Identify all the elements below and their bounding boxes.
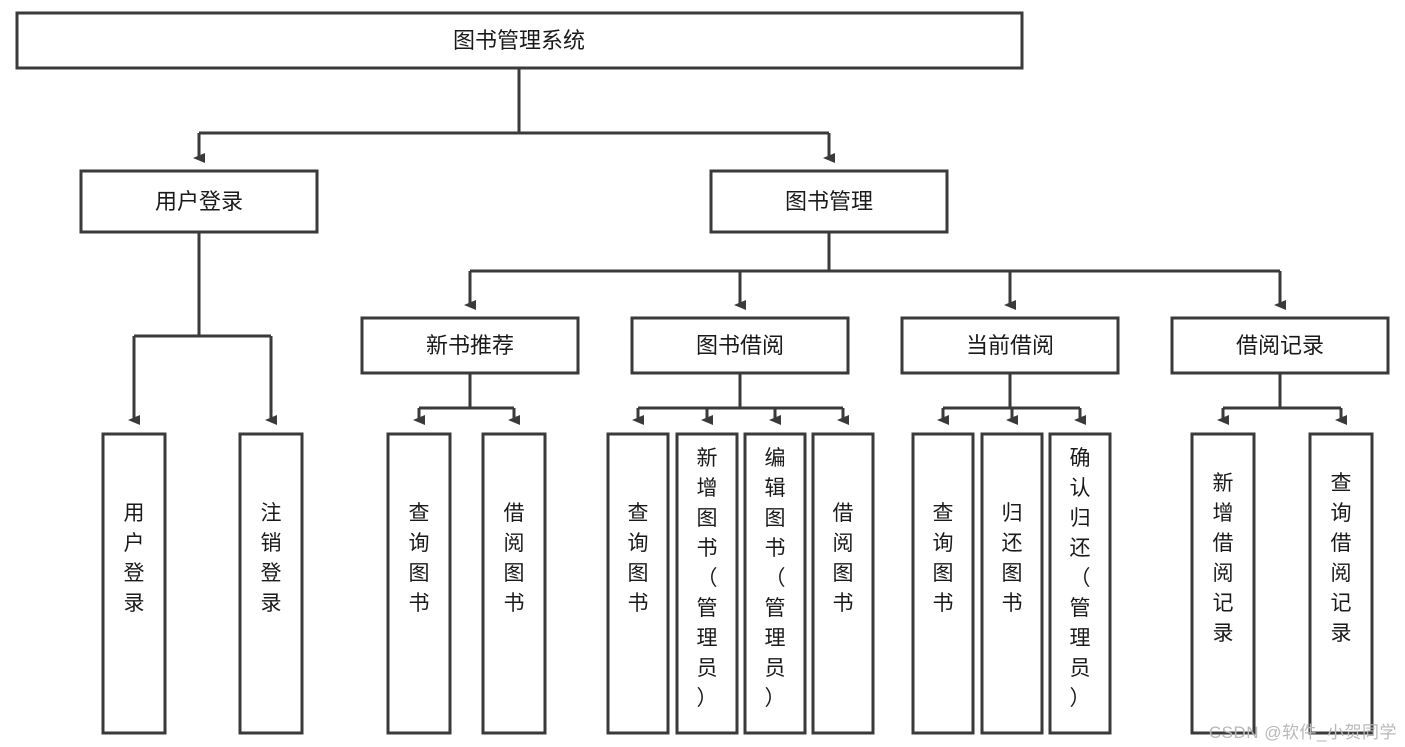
node-current-borrow-rect[interactable] xyxy=(900,316,1120,375)
node-leaf-return-book-label: 归还图书 xyxy=(1002,502,1023,615)
node-leaf-user-login-rect[interactable] xyxy=(101,432,167,735)
connector-group-root xyxy=(193,68,835,163)
node-new-book-recommend[interactable]: 新书推荐 xyxy=(360,316,580,375)
node-leaf-borrow-book-2-rect[interactable] xyxy=(811,432,875,735)
node-leaf-return-book[interactable]: 归还图书 xyxy=(980,432,1044,735)
node-leaf-borrow-book-1[interactable]: 借阅图书 xyxy=(481,432,547,735)
node-borrow-record-rect[interactable] xyxy=(1170,316,1390,375)
node-leaf-confirm-return[interactable]: 确认归还（管理员） xyxy=(1048,432,1112,735)
node-leaf-user-login-label: 用户登录 xyxy=(124,502,145,615)
node-borrow-record[interactable]: 借阅记录 xyxy=(1170,316,1390,375)
node-leaf-user-login[interactable]: 用户登录 xyxy=(101,432,167,735)
connector-group-book-borrow xyxy=(632,373,849,425)
node-leaf-borrow-book-1-label: 借阅图书 xyxy=(504,502,525,615)
node-leaf-add-record[interactable]: 新增借阅记录 xyxy=(1190,432,1256,735)
node-current-borrow-label: 当前借阅 xyxy=(966,333,1054,358)
node-leaf-query-book-1-rect[interactable] xyxy=(386,432,452,735)
node-leaf-query-book-3-label: 查询图书 xyxy=(933,502,954,615)
node-leaf-query-record-label: 查询借阅记录 xyxy=(1331,472,1352,645)
connector-group-new-book-recommend xyxy=(413,373,520,425)
node-leaf-user-logout-rect[interactable] xyxy=(238,432,304,735)
node-leaf-borrow-book-2-label: 借阅图书 xyxy=(833,502,854,615)
node-user-login-label: 用户登录 xyxy=(155,189,243,214)
node-user-login-rect[interactable] xyxy=(79,169,319,234)
node-leaf-borrow-book-1-rect[interactable] xyxy=(481,432,547,735)
node-leaf-edit-book-label: 编辑图书（管理员） xyxy=(765,447,786,710)
node-leaf-query-book-2-label: 查询图书 xyxy=(628,502,649,615)
node-user-login[interactable]: 用户登录 xyxy=(79,169,319,234)
node-book-management-rect[interactable] xyxy=(709,169,949,234)
node-leaf-query-book-2[interactable]: 查询图书 xyxy=(606,432,670,735)
node-leaf-add-record-label: 新增借阅记录 xyxy=(1213,472,1234,645)
node-book-borrow-label: 图书借阅 xyxy=(696,333,784,358)
node-book-borrow[interactable]: 图书借阅 xyxy=(630,316,850,375)
node-leaf-confirm-return-label: 确认归还（管理员） xyxy=(1070,447,1091,710)
node-book-management-label: 图书管理 xyxy=(785,189,873,214)
connector-group-user-login xyxy=(128,232,277,425)
node-root-label: 图书管理系统 xyxy=(453,28,585,53)
connector-group-borrow-record xyxy=(1217,373,1347,425)
node-current-borrow[interactable]: 当前借阅 xyxy=(900,316,1120,375)
node-leaf-query-book-1[interactable]: 查询图书 xyxy=(386,432,452,735)
node-leaf-return-book-rect[interactable] xyxy=(980,432,1044,735)
node-root-rect[interactable] xyxy=(15,11,1024,70)
node-borrow-record-label: 借阅记录 xyxy=(1236,333,1324,358)
node-leaf-query-book-2-rect[interactable] xyxy=(606,432,670,735)
node-new-book-recommend-rect[interactable] xyxy=(360,316,580,375)
node-leaf-query-book-3[interactable]: 查询图书 xyxy=(911,432,975,735)
connector-group-book-management xyxy=(464,232,1286,310)
node-leaf-query-record-rect[interactable] xyxy=(1308,432,1374,735)
node-leaf-add-book-label: 新增图书（管理员） xyxy=(697,447,718,710)
node-leaf-add-record-rect[interactable] xyxy=(1190,432,1256,735)
node-leaf-add-book-rect[interactable] xyxy=(675,432,739,735)
node-leaf-borrow-book-2[interactable]: 借阅图书 xyxy=(811,432,875,735)
csdn-watermark: CSDN @软件_小贺同学 xyxy=(1208,723,1397,742)
node-book-management[interactable]: 图书管理 xyxy=(709,169,949,234)
connector-group-current-borrow xyxy=(937,373,1086,425)
node-book-borrow-rect[interactable] xyxy=(630,316,850,375)
node-leaf-query-record[interactable]: 查询借阅记录 xyxy=(1308,432,1374,735)
node-leaf-confirm-return-rect[interactable] xyxy=(1048,432,1112,735)
node-leaf-edit-book[interactable]: 编辑图书（管理员） xyxy=(743,432,807,735)
node-leaf-edit-book-rect[interactable] xyxy=(743,432,807,735)
node-root[interactable]: 图书管理系统 xyxy=(15,11,1024,70)
node-leaf-query-book-3-rect[interactable] xyxy=(911,432,975,735)
node-leaf-user-logout[interactable]: 注销登录 xyxy=(238,432,304,735)
node-leaf-query-book-1-label: 查询图书 xyxy=(409,502,430,615)
node-new-book-recommend-label: 新书推荐 xyxy=(426,333,514,358)
node-leaf-add-book[interactable]: 新增图书（管理员） xyxy=(675,432,739,735)
node-leaf-user-logout-label: 注销登录 xyxy=(261,502,282,615)
